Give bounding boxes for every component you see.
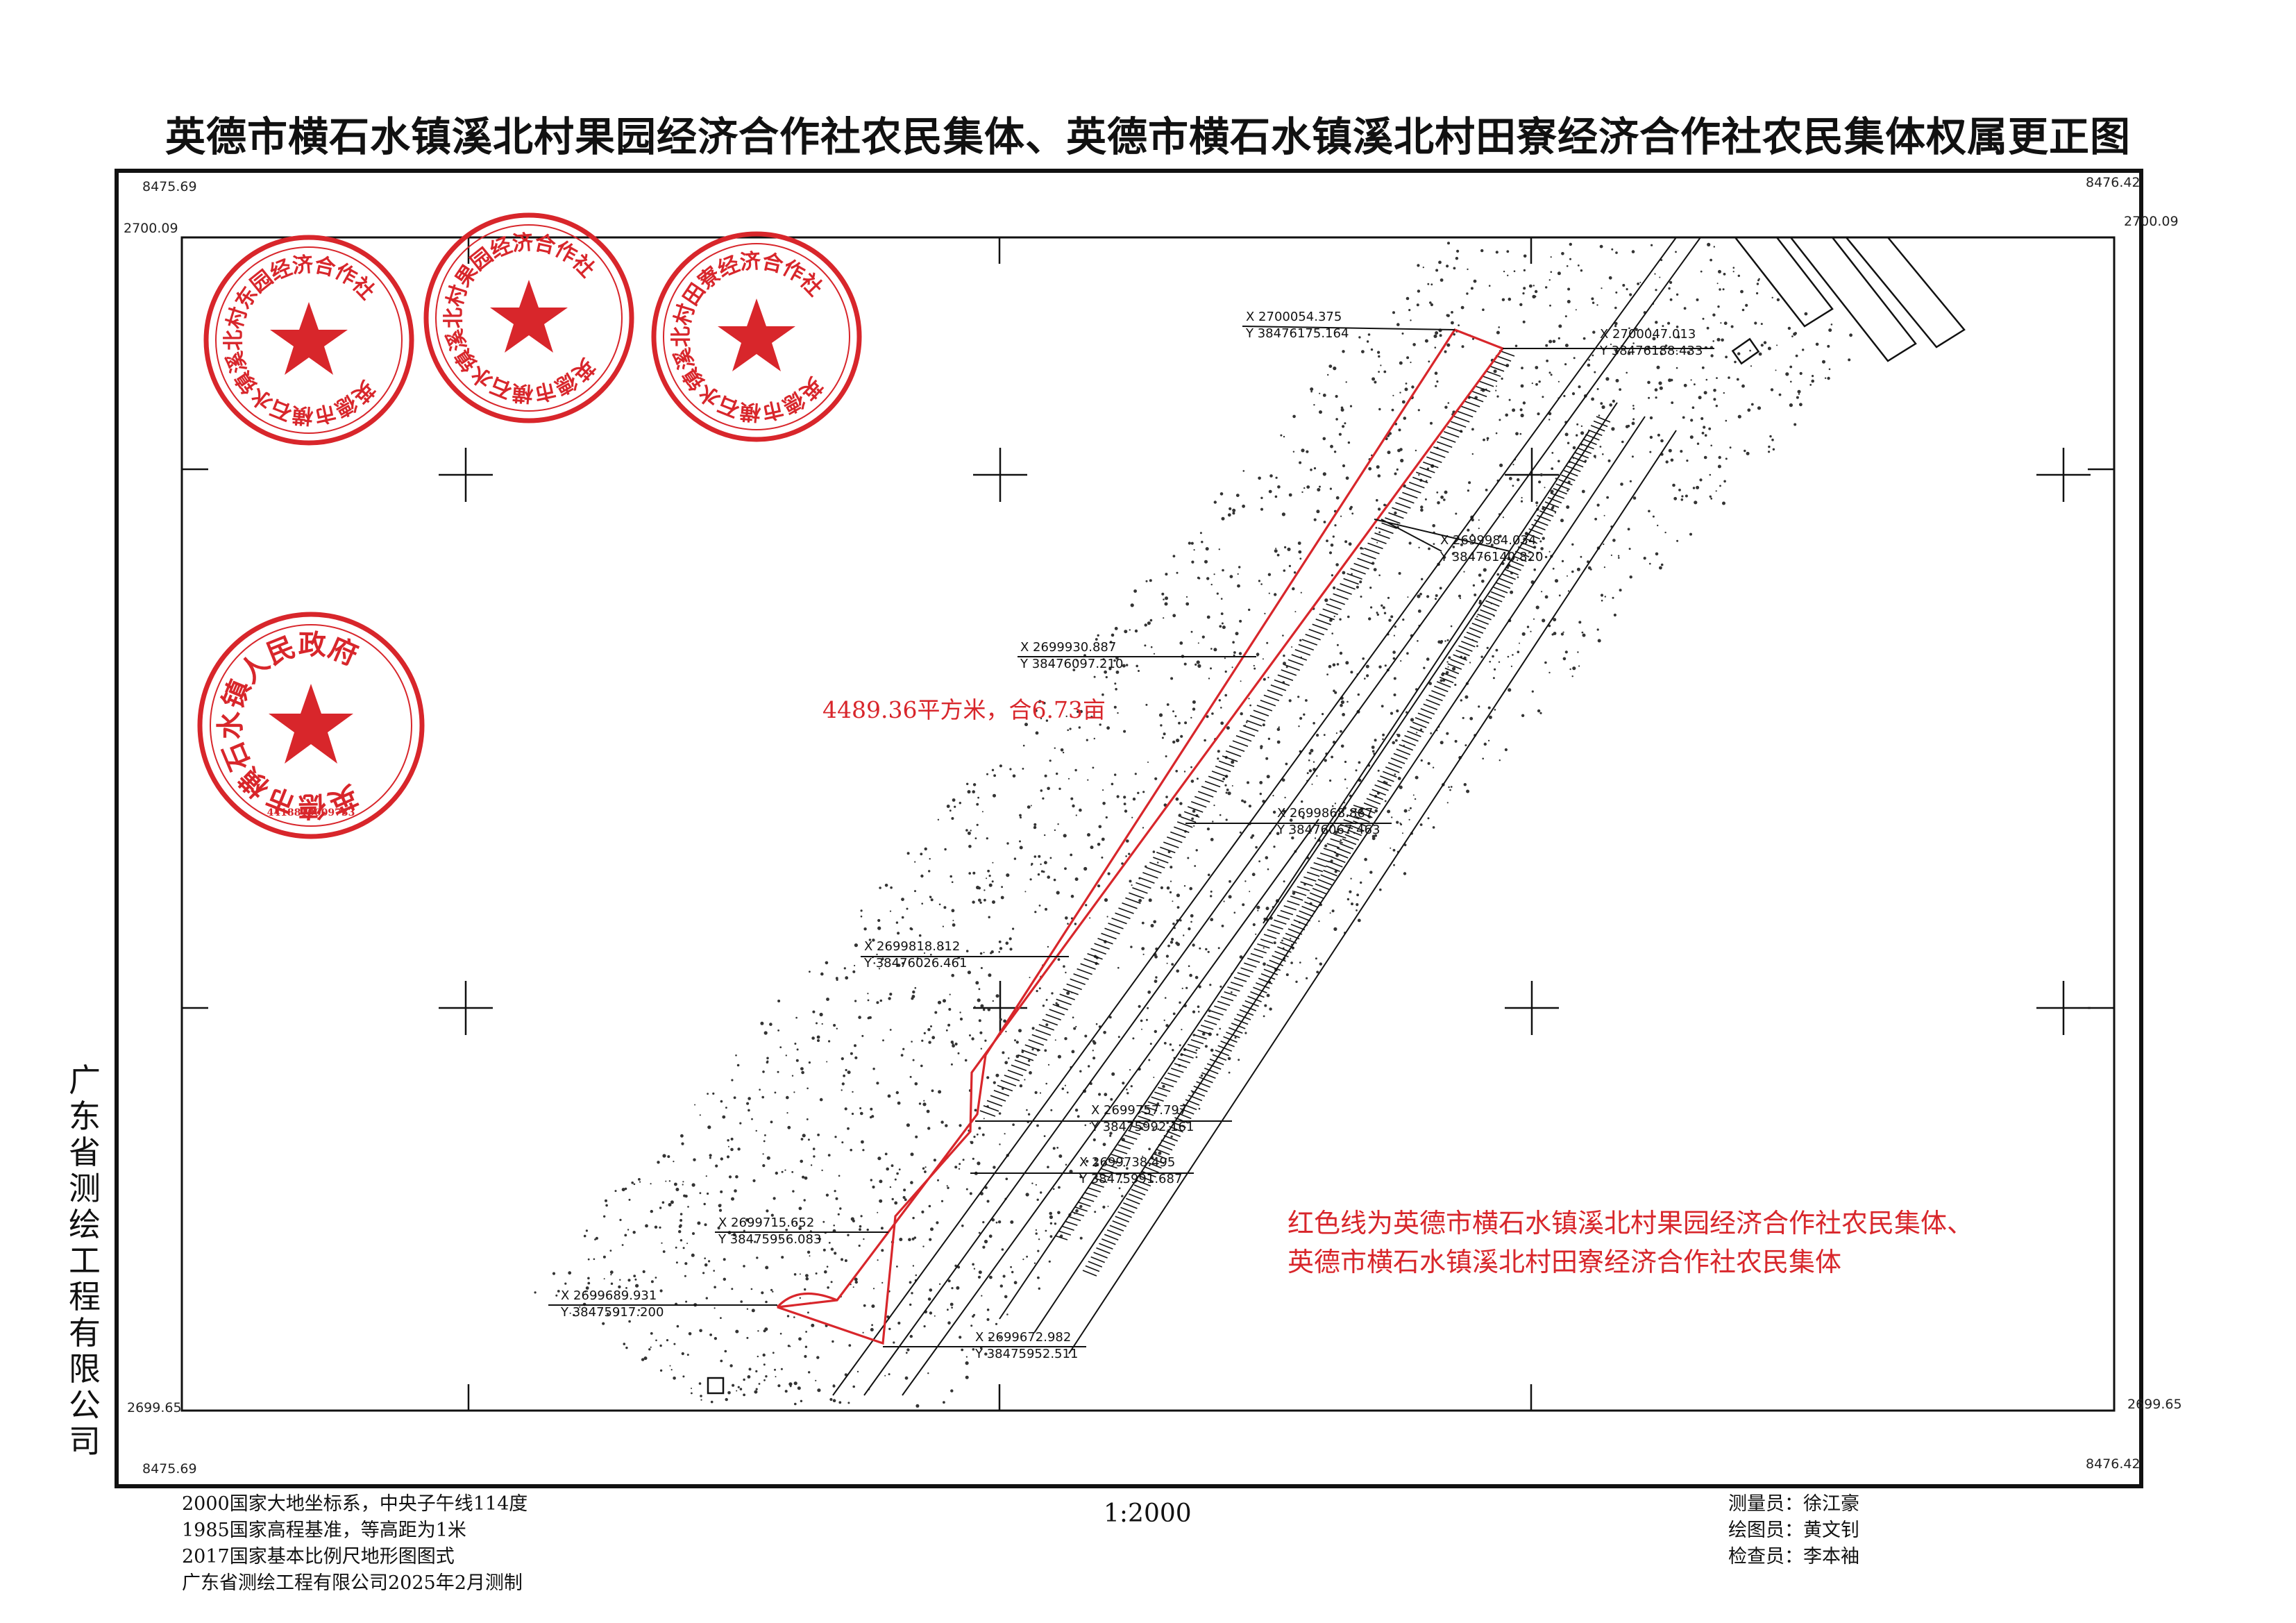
note-elevation: 1985国家高程基准，等高距为1米 [182,1520,466,1541]
grid-label-bottom-right: 8476.42 [2086,1456,2141,1472]
seal-char: 水 [214,711,247,739]
seal-guoyuan [423,212,634,423]
seal-char: 横 [739,398,762,424]
seal-char: 合 [760,249,786,278]
company-char: 广 [69,1061,101,1099]
inner-frame [180,236,2116,1412]
grid-crosses [439,448,2091,1035]
map-notes: 2000国家大地坐标系，中央子午线114度 1985国家高程基准，等高距为1米 … [182,1491,527,1597]
company-char: 公 [69,1386,101,1424]
note-symbols: 2017国家基本比例尺地形图图式 [182,1546,455,1567]
company-char: 工 [69,1242,101,1279]
company-char: 绘 [69,1206,101,1243]
company-char: 测 [69,1170,101,1207]
legend-line-2: 英德市横石水镇溪北村田寮经济合作社农民集体 [1288,1247,1842,1277]
company-char: 有 [69,1314,101,1352]
note-surveyor-org: 广东省测绘工程有限公司2025年2月测制 [182,1572,523,1594]
outer-frame [115,169,2143,1488]
seal-char: 济 [512,230,535,256]
company-char: 东 [69,1098,101,1135]
company-char: 司 [69,1422,101,1460]
grid-label-top-right: 8476.42 [2086,175,2141,190]
legend: 红色线为英德市横石水镇溪北村果园经济合作社农民集体、 英德市横石水镇溪北村田寮经… [1288,1204,1973,1281]
buildings [707,237,1966,1395]
staff-list: 测量员：徐江豪 绘图员：黄文钊 检查员：李本袖 [1728,1491,1859,1570]
staff-drafter: 绘图员：黄文钊 [1728,1520,1859,1541]
seal-char: 合 [532,230,558,259]
road-lines [832,237,1701,1396]
seal-government [197,612,425,839]
seal-char: 横 [292,402,314,428]
grid-label-top-left: 8475.69 [142,179,197,194]
boundary-polygon [777,328,1505,1345]
seal-char: 济 [292,253,315,278]
legend-line-1: 红色线为英德市横石水镇溪北村果园经济合作社农民集体、 [1288,1208,1974,1238]
boundary-arc [776,1292,838,1309]
seal-char: 府 [324,631,362,672]
embankment-hatch [979,350,1611,1277]
leader-lines [548,326,1714,1347]
seal-char: 济 [739,249,763,275]
company-vertical: 广东省测绘工程有限公司 [64,1062,105,1459]
company-char: 省 [69,1134,101,1171]
company-char: 限 [69,1350,101,1388]
staff-checker: 检查员：李本袖 [1728,1546,1859,1567]
seal-char: 北 [222,330,246,351]
seal-char: 市 [760,396,786,424]
seal-char: 北 [442,308,466,328]
seal-dongyuan [203,235,414,446]
note-coordinate-system: 2000国家大地坐标系，中央子午线114度 [182,1493,528,1515]
grid-label-left-top: 2700.09 [124,221,178,236]
grid-label-left-bottom: 2699.65 [127,1400,182,1415]
seal-char: 市 [312,399,338,428]
grid-label-right-bottom: 2699.65 [2127,1397,2182,1412]
grid-label-right-top: 2700.09 [2124,214,2179,229]
map-title: 英德市横石水镇溪北村果园经济合作社农民集体、英德市横石水镇溪北村田寮经济合作社农… [164,113,2131,160]
seal-char: 德 [298,789,326,823]
seal-char: 北 [670,326,694,347]
seal-char: 横 [512,380,534,405]
grid-label-bottom-left: 8475.69 [142,1461,197,1477]
company-char: 程 [69,1278,101,1315]
seal-code: 4418810009733 [267,807,355,818]
frame-ticks [182,237,2114,1411]
area-label: 4489.36平方米，合6.73亩 [822,696,1106,723]
seal-char: 市 [532,377,558,405]
seal-char: 政 [298,628,326,662]
map-scale: 1:2000 [1104,1499,1192,1528]
seal-char: 合 [312,253,338,281]
staff-surveyor: 测量员：徐江豪 [1728,1493,1859,1515]
seal-tianliao [651,231,862,442]
